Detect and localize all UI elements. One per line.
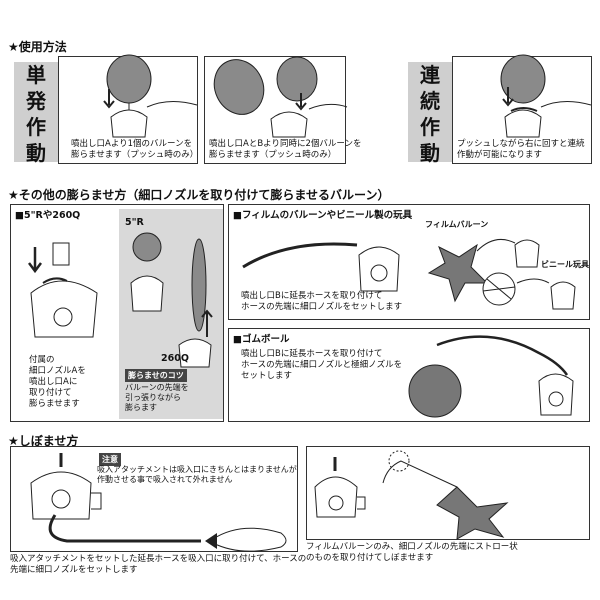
deflate-panel-1: 注意 吸入アタッチメントは吸入口にきちんとはまりませんが 作動させる事で吸入され… <box>10 446 298 552</box>
deflate-balloon-illustration <box>121 527 287 552</box>
panel-ball-heading: ■ゴムボール <box>233 334 290 345</box>
panel-5r-gray-area: 5"R 260Q 膨らませのコツ バルーンの先端を 引っ張りながら 膨らます <box>119 209 223 419</box>
tip-text: バルーンの先端を 引っ張りながら 膨らます <box>125 383 189 412</box>
label-5r: 5"R <box>125 217 144 228</box>
pump-two-balloons-illustration <box>213 56 348 138</box>
deflate-panel-2 <box>306 446 590 540</box>
pump-rotate-illustration <box>500 54 592 138</box>
panel-5r-caption: 付属の 細口ノズルAを 噴出し口Aに 取り付けて 膨らませます <box>29 355 86 409</box>
single-panel-1: 噴出し口Aより1個のバルーンを 膨らませます（プッシュ時のみ） <box>58 54 199 164</box>
film-vinyl-illustration <box>427 238 576 310</box>
ball-hose-illustration <box>408 335 574 418</box>
label-260q: 260Q <box>161 353 189 364</box>
pump-one-balloon-illustration <box>103 54 198 138</box>
continuous-char-3: 作 <box>420 115 440 139</box>
deflate-caption-2: フィルムバルーンのみ、細口ノズルの先端にストロー状 のものを取り付けてしぼませま… <box>306 542 518 563</box>
continuous-panel: プッシュしながら右に回すと連続 作動が可能になります <box>452 54 592 164</box>
deflate-caption-1: 吸入アタッチメントをセットした延長ホースを吸入口に取り付けて、ホースの 先端に細… <box>10 554 307 575</box>
deflate-title: ★しぼませ方 <box>8 434 79 448</box>
usage-title: ★使用方法 <box>8 40 67 54</box>
continuous-char-2: 続 <box>420 89 440 113</box>
pump-nozzle-illustration <box>28 242 98 338</box>
continuous-action-label: 連 続 作 動 <box>408 62 452 165</box>
continuous-caption: プッシュしながら右に回すと連続 作動が可能になります <box>457 139 585 160</box>
panel-5r-260q: ■5"Rや260Q 付属の 細口ノズルAを 噴出し口Aに 取り付けて 膨らませま… <box>10 204 224 422</box>
label-vinyl-toy: ビニール玩具 <box>541 260 589 269</box>
panel-film-caption: 噴出し口Bに延長ホースを取り付けて ホースの先端に細口ノズルをセットします <box>241 291 403 312</box>
panel-ball: ■ゴムボール 噴出し口Bに延長ホースを取り付けて ホースの先端に細口ノズルと極細… <box>228 328 590 422</box>
note-badge: 注意 <box>99 453 121 466</box>
panel-ball-caption: 噴出し口Bに延長ホースを取り付けて ホースの先端に細口ノズルと極細ノズルを セッ… <box>241 349 403 381</box>
single-action-label: 単 発 作 動 <box>14 62 58 165</box>
balloon-5r-260q-illustration <box>130 232 213 368</box>
continuous-char-1: 連 <box>420 63 440 87</box>
single-char-2: 発 <box>26 89 46 113</box>
other-title: ★その他の膨らませ方（細口ノズルを取り付けて膨らませるバルーン） <box>8 188 390 202</box>
panel-film: ■フィルムのバルーンやビニール製の玩具 フィルムバルーン ビニール玩具 噴出し口… <box>228 204 590 320</box>
label-film-balloon: フィルムバルーン <box>425 220 489 229</box>
single-char-3: 作 <box>26 115 46 139</box>
single-char-1: 単 <box>26 63 46 87</box>
continuous-char-4: 動 <box>420 141 440 165</box>
deflate-pump-illustration <box>30 453 121 543</box>
pump-hose-illustration <box>242 242 400 292</box>
single-panel-2: 噴出し口AとBより同時に2個バルーンを 膨らませます（プッシュ時のみ） <box>204 56 361 164</box>
panel-film-heading: ■フィルムのバルーンやビニール製の玩具 <box>233 210 413 221</box>
note-text: 吸入アタッチメントは吸入口にきちんとはまりませんが 作動させる事で吸入されて外れ… <box>97 465 297 484</box>
single-caption-2: 噴出し口AとBより同時に2個バルーンを 膨らませます（プッシュ時のみ） <box>209 139 362 160</box>
deflate-film-illustration <box>314 450 509 540</box>
single-char-4: 動 <box>26 141 46 165</box>
tip-badge: 膨らませのコツ <box>125 369 187 382</box>
single-caption-1: 噴出し口Aより1個のバルーンを 膨らませます（プッシュ時のみ） <box>71 139 199 160</box>
panel-5r-heading: ■5"Rや260Q <box>15 210 81 221</box>
